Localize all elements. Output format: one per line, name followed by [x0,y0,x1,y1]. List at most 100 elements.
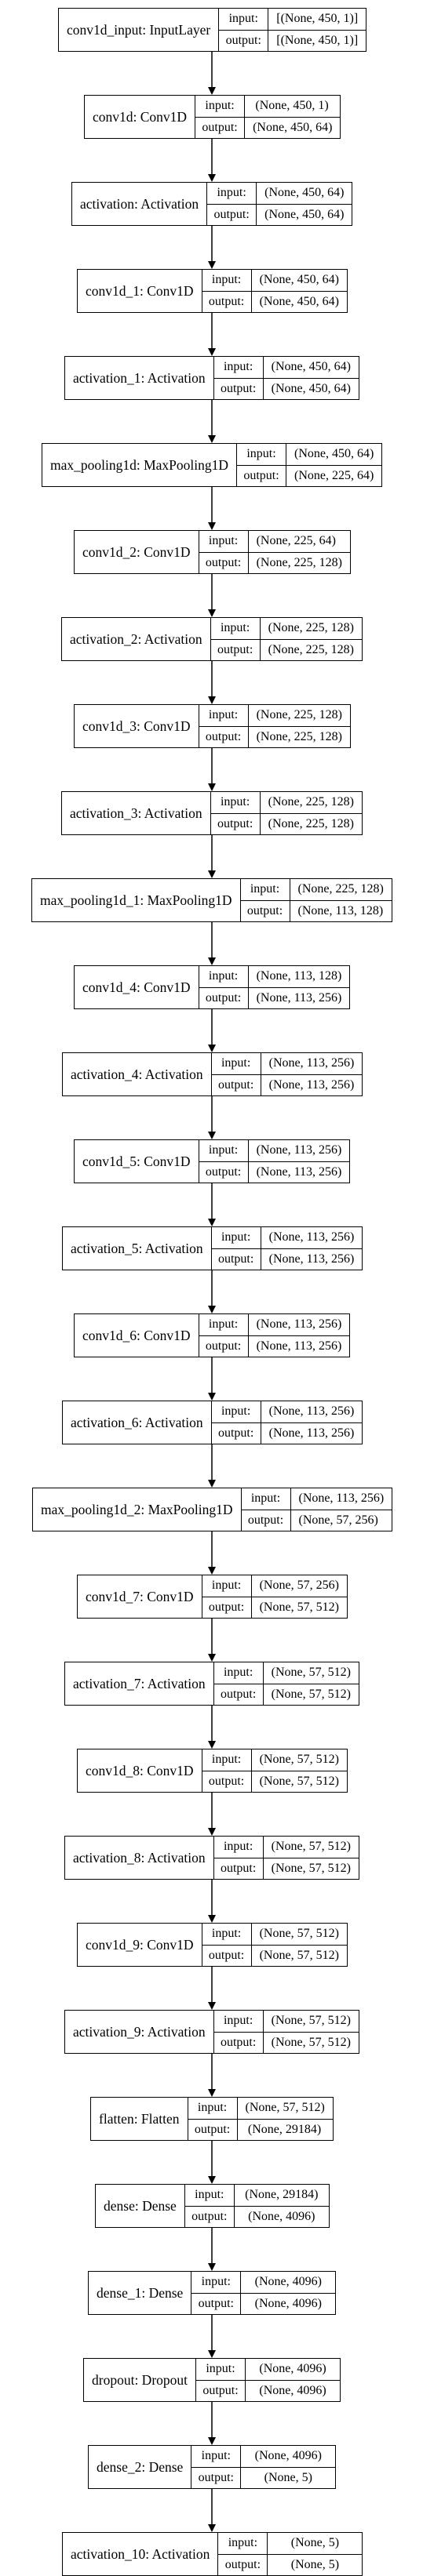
input-label: input: [237,444,287,465]
output-label: output: [195,117,246,138]
arrow-head [208,1654,216,1662]
arrow-head [208,348,216,356]
input-shape: (None, 450, 1) [255,99,329,113]
input-shape: (None, 5) [290,2536,340,2550]
io-input-row: input:[(None, 450, 1)] [219,9,366,30]
io-input-row: input:(None, 113, 256) [212,1227,363,1248]
io-output-row: output:(None, 29184) [188,2118,333,2140]
io-input-row: input:(None, 113, 256) [212,1053,363,1074]
layer-io-table: input:(None, 5)output:(None, 5) [218,2533,363,2575]
output-label: output: [199,726,249,747]
layer-name: conv1d_6: Conv1D [75,1314,199,1357]
layer-name: activation_2: Activation [62,618,211,660]
layer-name: activation_5: Activation [63,1227,212,1270]
output-label: output: [214,1858,264,1879]
io-input-row: input:(None, 113, 256) [242,1488,392,1510]
io-input-row: input:(None, 57, 512) [214,1837,359,1858]
arrow-head [208,1045,216,1052]
io-input-row: input:(None, 113, 256) [199,1314,350,1335]
input-shape: (None, 225, 128) [297,882,384,896]
layer-io-table: input:(None, 57, 512)output:(None, 57, 5… [213,1837,359,1879]
io-input-row: input:(None, 57, 512) [202,1924,347,1945]
layer-io-table: input:(None, 57, 512)output:(None, 57, 5… [213,1662,359,1705]
input-shape: (None, 450, 64) [294,447,374,461]
io-output-row: output: (None, 4096) [196,2379,341,2401]
layer-io-table: input:(None, 450, 64)output:(None, 450, … [207,183,352,225]
input-label: input: [218,2533,268,2554]
io-output-row: output:(None, 113, 256) [199,1335,350,1357]
layer-io-table: input:(None, 113, 256)output:(None, 113,… [211,1053,363,1095]
output-label: output: [219,30,269,51]
input-shape: (None, 450, 64) [271,360,351,374]
output-shape: (None, 113, 256) [256,990,342,1005]
io-output-row: output:(None, 57, 512) [202,1770,347,1792]
io-input-row: input:(None, 225, 64) [199,531,350,552]
input-label: input: [199,1314,249,1335]
arrow-head [208,1915,216,1923]
layer-name: max_pooling1d_1: MaxPooling1D [32,879,241,921]
io-input-row: input:(None, 57, 512) [214,2011,359,2032]
layer-io-table: input: (None, 4096)output: (None, 4096) [196,2359,341,2401]
io-output-row: output: (None, 450, 64) [202,290,347,312]
input-label: input: [196,2359,246,2380]
output-label: output: [218,2554,268,2575]
arrow-head [208,870,216,878]
input-label: input: [199,705,249,726]
arrow-head [208,2437,216,2445]
input-label: input: [202,1749,252,1771]
input-shape: (None, 57, 256) [259,1579,339,1593]
layer-io-table: input:(None, 225, 128)output:(None, 225,… [199,705,350,747]
output-label: output: [196,2380,246,2401]
output-label: output: [214,378,264,399]
layer-name: dense: Dense [96,2185,185,2227]
input-shape: (None, 225, 128) [256,708,342,722]
layer-io-table: input:(None, 225, 128)output:(None, 225,… [210,792,362,834]
output-shape: [(None, 450, 1)] [276,33,359,47]
arrow-head [208,1393,216,1401]
io-input-row: input:(None, 57, 512) [188,2098,333,2119]
io-output-row: output:(None, 225, 128) [210,638,362,660]
input-label: input: [214,357,264,378]
io-output-row: output:(None, 113, 256) [199,1161,350,1183]
io-input-row: input:(None, 57, 512) [214,1662,359,1684]
output-shape: (None, 450, 64) [271,381,351,395]
layer-name: dense_1: Dense [89,2272,192,2314]
input-label: input: [211,618,261,639]
layer-io-table: input:(None, 57, 256)output:(None, 57, 5… [202,1575,347,1618]
io-input-row: input:(None, 225, 128) [211,618,362,639]
arrow-head [208,696,216,704]
io-output-row: output:(None, 4096) [191,2292,336,2314]
io-output-row: output:(None, 57, 512) [213,1683,359,1705]
input-label: input: [185,2185,235,2206]
output-label: output: [202,291,252,312]
output-shape: (None, 450, 64) [259,294,339,308]
io-output-row: output: (None, 450, 64) [213,377,359,399]
output-shape: (None, 225, 64) [294,468,374,482]
input-label: input: [188,2098,238,2119]
input-label: input: [214,1662,264,1684]
output-shape: (None, 57, 512) [271,1687,351,1701]
layer-io-table: input:(None, 113, 256)output:(None, 113,… [199,1314,350,1357]
output-shape: (None, 4096) [259,2383,326,2397]
io-output-row: output:(None, 450, 64) [207,203,352,225]
output-shape: (None, 4096) [248,2209,315,2223]
input-label: input: [214,2011,264,2032]
layer-io-table: input:[(None, 450, 1)]output: [(None, 450… [219,9,366,51]
arrow-head [208,174,216,182]
layer-name: activation_8: Activation [65,1837,214,1879]
output-shape: (None, 113, 256) [256,1339,342,1353]
layer-name: conv1d_8: Conv1D [78,1749,202,1792]
io-output-row: output:(None, 57, 512) [213,1857,359,1879]
io-output-row: output:(None, 5) [191,2466,336,2488]
layer-name: conv1d_7: Conv1D [78,1575,202,1618]
